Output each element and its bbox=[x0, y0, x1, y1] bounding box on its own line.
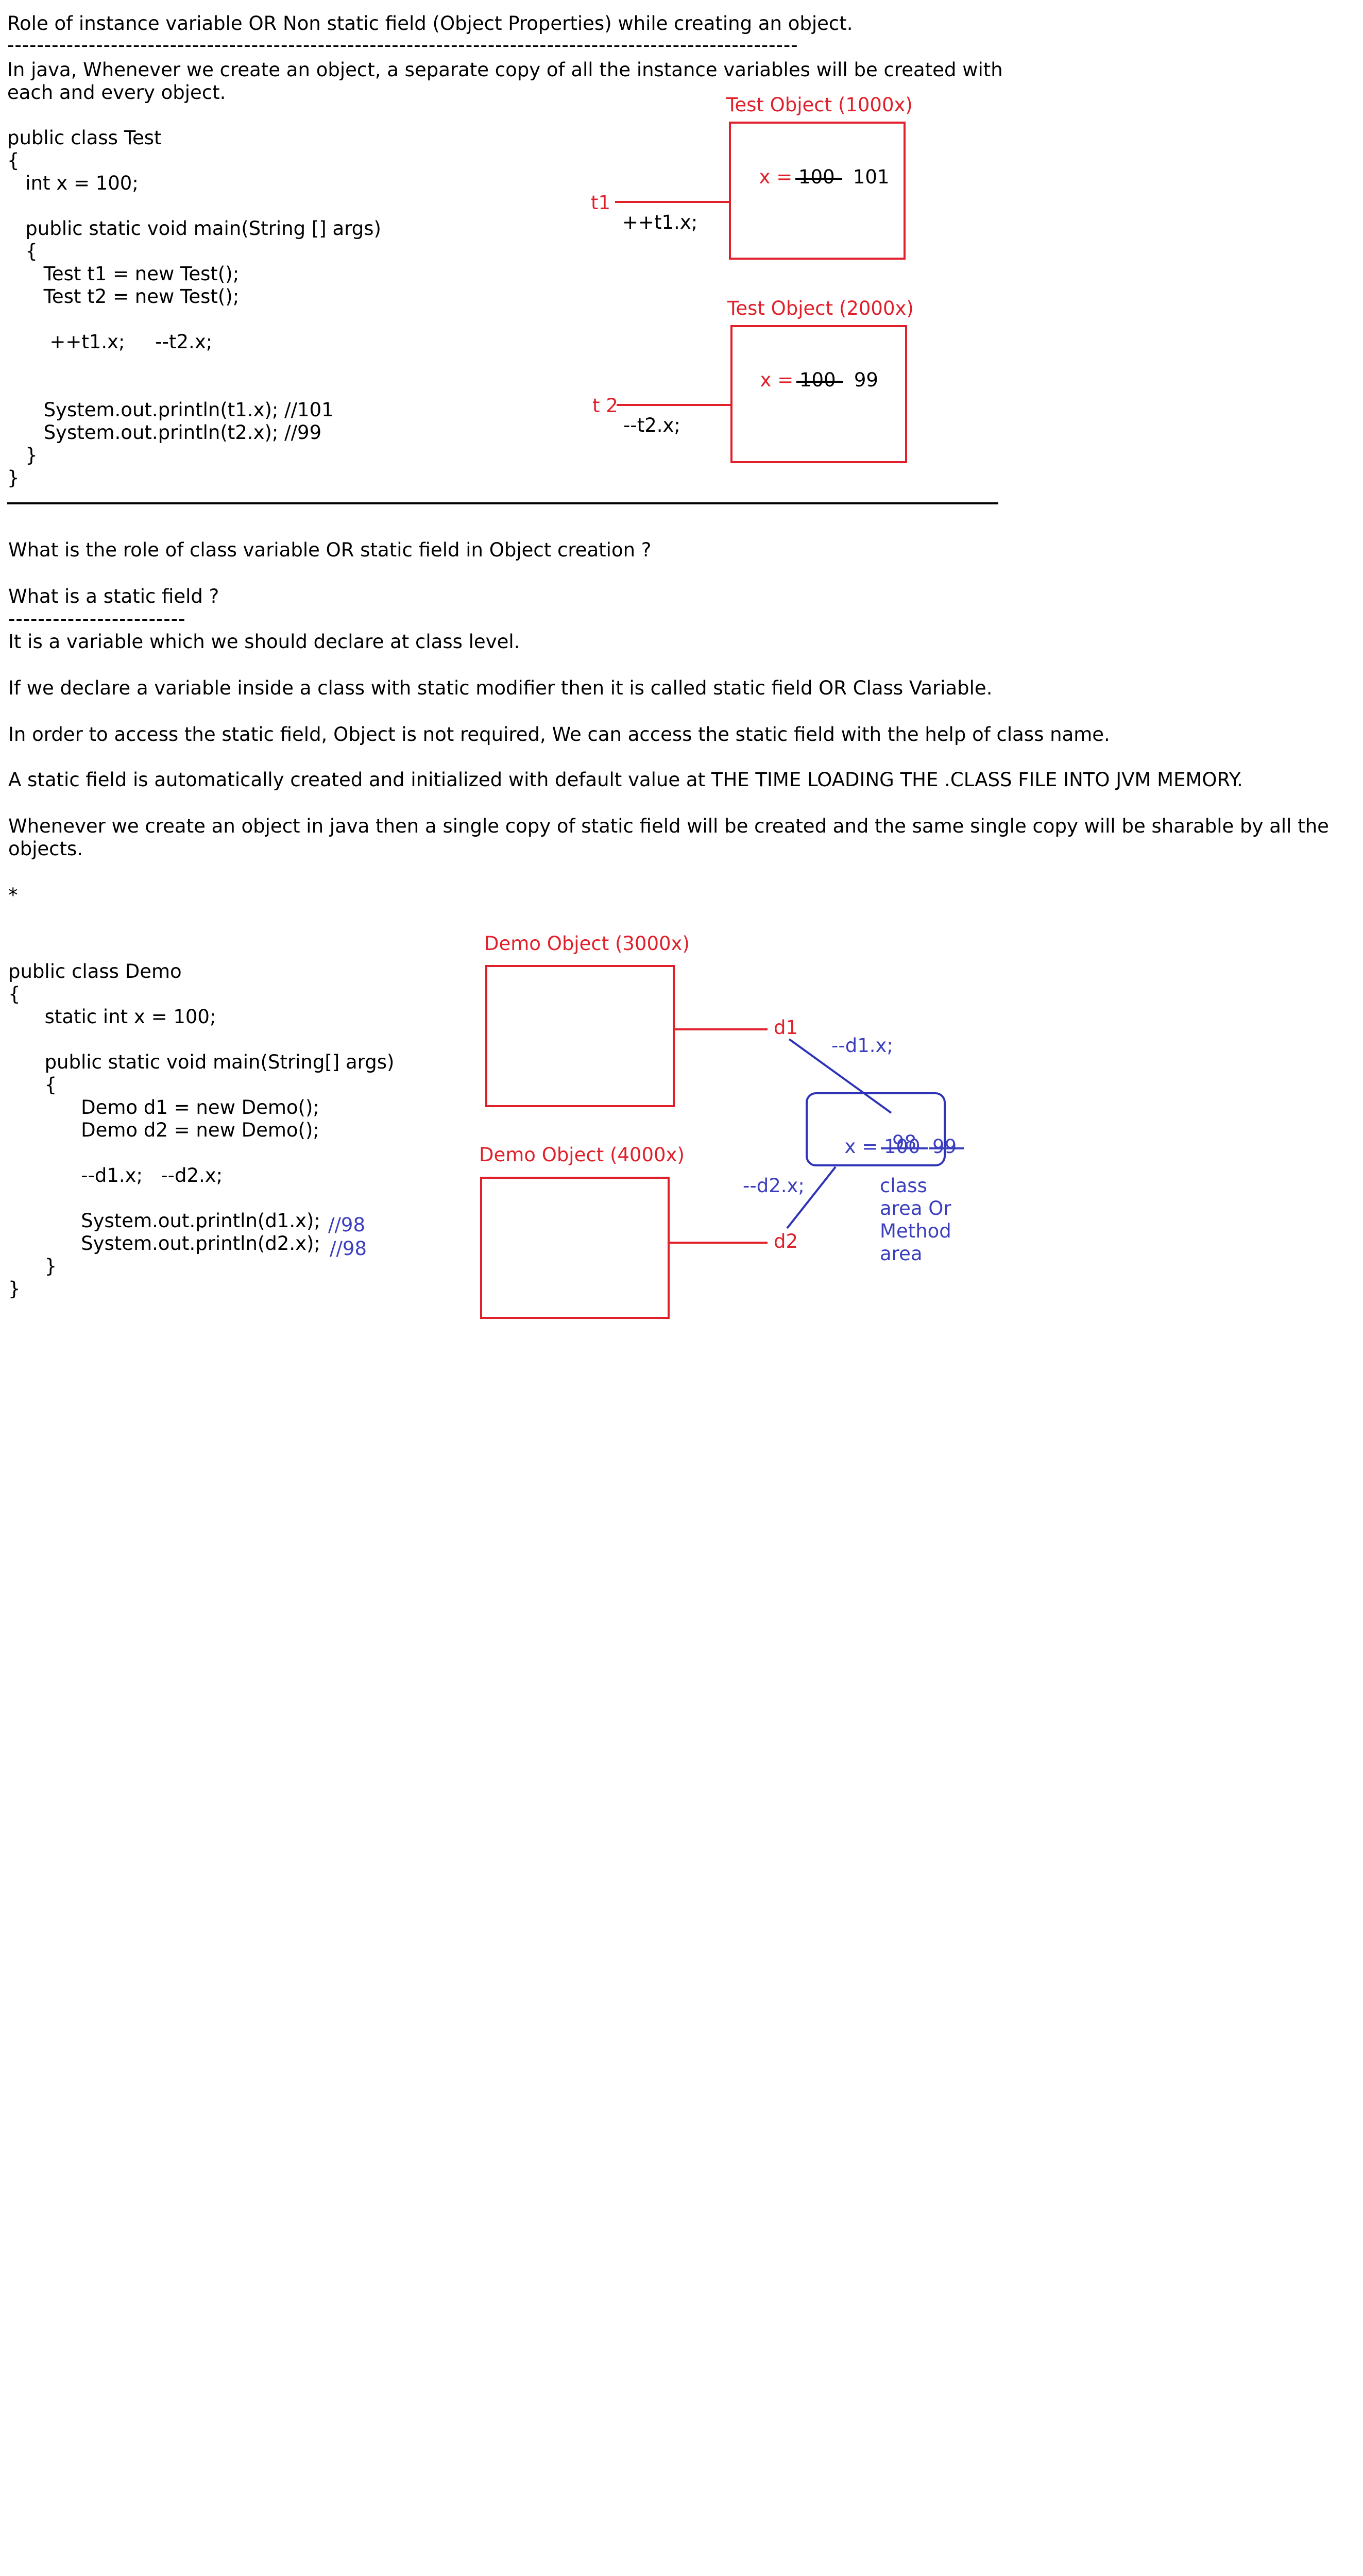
old-value-100: 100 bbox=[795, 166, 842, 188]
test-object-2000x-label: Test Object (2000x) bbox=[727, 297, 914, 319]
section1-intro-line2: each and every object. bbox=[7, 81, 226, 104]
new-value-99: 99 bbox=[854, 369, 878, 391]
test-class-code: public class Test{ int x = 100; public s… bbox=[7, 127, 381, 489]
test-code-line: } bbox=[7, 467, 20, 489]
test-object-1000x-box bbox=[729, 122, 906, 260]
reference-d2: d2 bbox=[774, 1230, 798, 1252]
test-object-2000x-box bbox=[730, 325, 907, 463]
t1-reference-arrow bbox=[615, 201, 729, 203]
class-area-static-box bbox=[806, 1092, 946, 1166]
test-code-line: int x = 100; bbox=[7, 172, 139, 194]
test-object-2000x-field: x = 100 99 bbox=[748, 346, 878, 392]
reference-t1: t1 bbox=[591, 192, 611, 214]
demo-code-line: public static void main(String[] args) bbox=[8, 1051, 395, 1073]
test-code-line: { bbox=[7, 149, 20, 172]
demo-code-line: --d1.x; --d2.x; bbox=[8, 1164, 223, 1187]
static-field-para5-line1: Whenever we create an object in java the… bbox=[8, 815, 1329, 837]
demo-class-code: public class Demo{ static int x = 100; p… bbox=[8, 960, 394, 1300]
demo-code-line: { bbox=[8, 983, 21, 1005]
demo-code-line: { bbox=[8, 1074, 57, 1096]
test-code-line: Test t1 = new Test(); bbox=[7, 263, 240, 285]
test-code-line: System.out.println(t1.x); //101 bbox=[7, 399, 334, 421]
d2-decrement-op: --d2.x; bbox=[743, 1175, 805, 1197]
test-code-line: public static void main(String [] args) bbox=[7, 217, 381, 240]
x-label: x = bbox=[759, 166, 793, 188]
demo-code-line: System.out.println(d2.x); bbox=[8, 1232, 320, 1255]
demo-code-line: static int x = 100; bbox=[8, 1006, 216, 1028]
section1-intro-line1: In java, Whenever we create an object, a… bbox=[7, 59, 1003, 81]
section1-title-underline: ----------------------------------------… bbox=[7, 34, 798, 56]
static-new-value: 98 bbox=[892, 1131, 917, 1154]
demo-code-line: } bbox=[8, 1255, 57, 1277]
test-code-line: public class Test bbox=[7, 127, 162, 149]
test-code-line: } bbox=[7, 444, 38, 466]
demo-code-line: Demo d2 = new Demo(); bbox=[8, 1119, 319, 1141]
d2-to-static-field-line bbox=[786, 1166, 837, 1229]
test-code-line: ++t1.x; --t2.x; bbox=[7, 331, 213, 353]
x-label: x = bbox=[760, 369, 794, 391]
d1-reference-line bbox=[675, 1028, 768, 1030]
t2-decrement-op: --t2.x; bbox=[623, 414, 680, 436]
asterisk-note: * bbox=[8, 884, 18, 906]
static-field-para1: It is a variable which we should declare… bbox=[8, 631, 520, 653]
static-field-para4: A static field is automatically created … bbox=[8, 769, 1243, 791]
d1-to-static-field-line bbox=[788, 1038, 892, 1114]
test-code-line: Test t2 = new Test(); bbox=[7, 285, 240, 308]
t1-increment-op: ++t1.x; bbox=[622, 211, 698, 233]
test-object-1000x-label: Test Object (1000x) bbox=[726, 94, 913, 116]
static-x-field: x = 100 99 bbox=[832, 1113, 964, 1158]
section1-title: Role of instance variable OR Non static … bbox=[7, 12, 853, 35]
demo-object-3000x-label: Demo Object (3000x) bbox=[484, 933, 690, 955]
d2-reference-line bbox=[670, 1242, 768, 1244]
static-field-underline: ------------------------ bbox=[8, 608, 186, 630]
println-d2-comment: //98 bbox=[330, 1238, 367, 1260]
section-divider bbox=[7, 502, 998, 504]
demo-code-line: Demo d1 = new Demo(); bbox=[8, 1096, 319, 1118]
demo-code-line: System.out.println(d1.x); bbox=[8, 1210, 320, 1232]
test-code-line: { bbox=[7, 240, 38, 262]
demo-object-4000x-label: Demo Object (4000x) bbox=[479, 1144, 685, 1166]
t2-reference-arrow bbox=[617, 404, 731, 406]
demo-code-line: } bbox=[8, 1278, 21, 1300]
static-field-para3: In order to access the static field, Obj… bbox=[8, 723, 1110, 745]
demo-object-4000x-box bbox=[480, 1177, 670, 1319]
reference-d1: d1 bbox=[774, 1016, 798, 1039]
static-field-para5-line2: objects. bbox=[8, 838, 83, 860]
static-old-value-99: 99 bbox=[929, 1136, 964, 1158]
class-area-label: class area Or Method area bbox=[880, 1175, 951, 1265]
old-value-100: 100 bbox=[796, 369, 843, 391]
println-d1-comment: //98 bbox=[328, 1214, 366, 1236]
static-field-question: What is a static field ? bbox=[8, 585, 219, 607]
demo-object-3000x-box bbox=[485, 965, 675, 1107]
static-x-label: x = bbox=[844, 1136, 878, 1158]
new-value-101: 101 bbox=[853, 166, 890, 188]
demo-code-line: public class Demo bbox=[8, 960, 182, 982]
reference-t2: t 2 bbox=[592, 395, 618, 417]
test-code-line: System.out.println(t2.x); //99 bbox=[7, 421, 322, 444]
static-role-question: What is the role of class variable OR st… bbox=[8, 539, 652, 561]
static-old-value-100: 100 bbox=[881, 1136, 928, 1158]
test-object-1000x-field: x = 100 101 bbox=[747, 143, 890, 189]
static-field-para2: If we declare a variable inside a class … bbox=[8, 677, 993, 699]
d1-decrement-op: --d1.x; bbox=[831, 1035, 893, 1057]
